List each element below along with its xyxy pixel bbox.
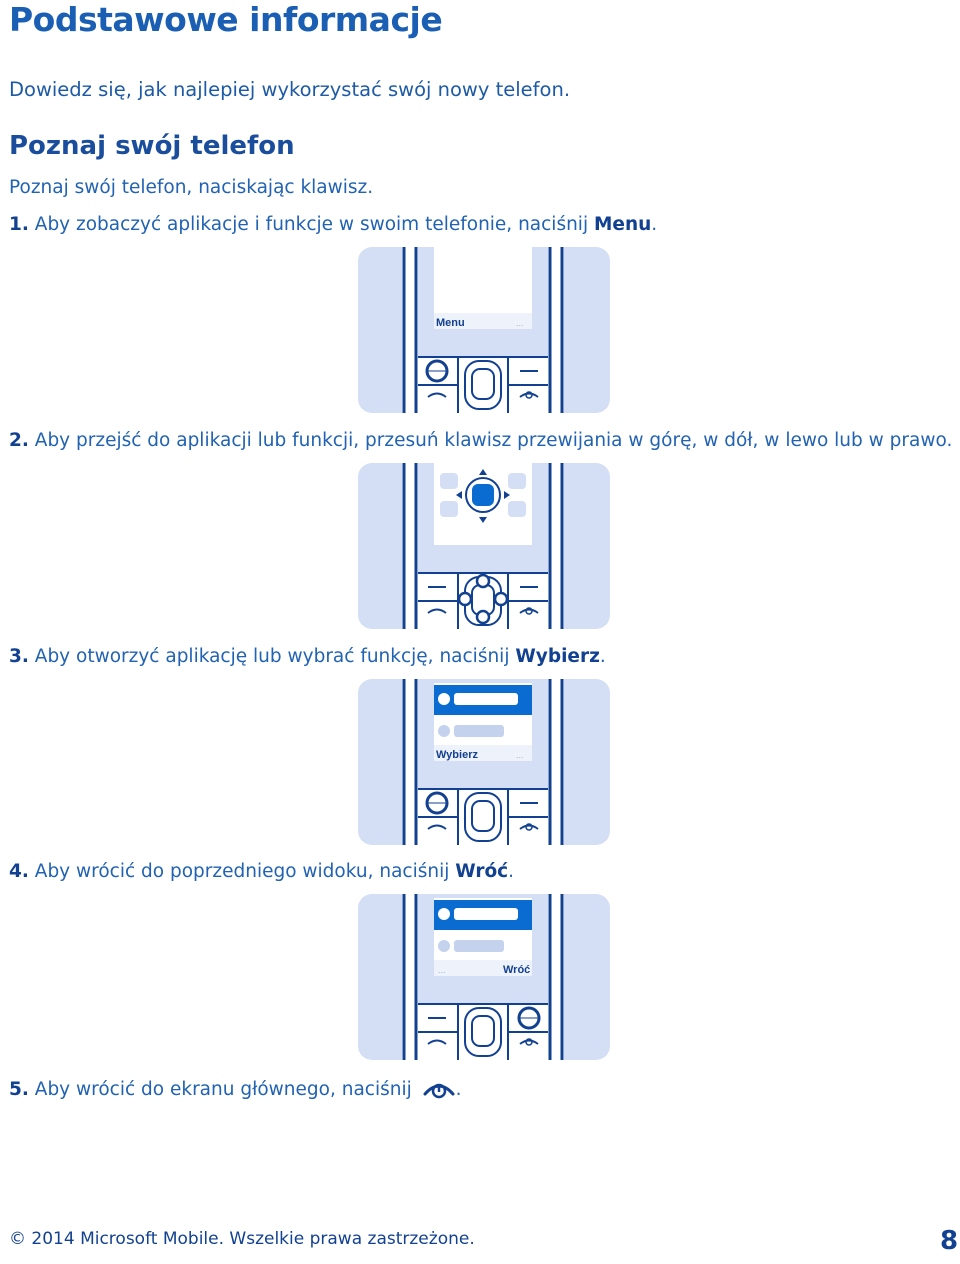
step-number: 1. (9, 214, 29, 235)
phone-illustration-select: Wybierz ... (358, 679, 610, 845)
step-5: 5. Aby wrócić do ekranu głównego, naciśn… (9, 1076, 462, 1102)
step-number: 4. (9, 861, 29, 882)
softkey-dots: ... (438, 965, 446, 975)
step-key-label: Menu (593, 214, 652, 235)
step-3: 3. Aby otworzyć aplikację lub wybrać fun… (9, 646, 606, 667)
section-heading: Poznaj swój telefon (9, 131, 295, 161)
step-number: 5. (9, 1079, 29, 1100)
step-number: 2. (9, 430, 29, 451)
step-number: 3. (9, 646, 29, 667)
step-text: Aby zobaczyć aplikacje i funkcje w swoim… (28, 214, 594, 235)
step-text: Aby otworzyć aplikację lub wybrać funkcj… (28, 646, 516, 667)
step-4: 4. Aby wrócić do poprzedniego widoku, na… (9, 861, 514, 882)
intro-text: Dowiedz się, jak najlepiej wykorzystać s… (9, 78, 571, 101)
softkey-label: Wróć (503, 964, 530, 976)
step-end: . (651, 214, 658, 235)
step-end: . (508, 861, 515, 882)
step-text: Aby wrócić do poprzedniego widoku, naciś… (28, 861, 456, 882)
phone-illustration-menu: Menu ... (358, 247, 610, 413)
end-call-icon (423, 1083, 455, 1099)
step-2: 2. Aby przejść do aplikacji lub funkcji,… (9, 430, 952, 451)
softkey-label: Menu (436, 317, 465, 329)
step-end: . (455, 1079, 462, 1100)
phone-illustration-scroll (358, 463, 610, 629)
page-title: Podstawowe informacje (9, 0, 443, 39)
step-key-label: Wybierz (515, 646, 600, 667)
softkey-dots: ... (516, 318, 524, 328)
footer-copyright: © 2014 Microsoft Mobile. Wszelkie prawa … (9, 1229, 475, 1249)
section-lead: Poznaj swój telefon, naciskając klawisz. (9, 177, 374, 198)
step-end: . (599, 646, 606, 667)
step-1: 1. Aby zobaczyć aplikacje i funkcje w sw… (9, 214, 657, 235)
softkey-label: Wybierz (436, 749, 478, 761)
page-number: 8 (940, 1226, 959, 1256)
phone-illustration-back: ... Wróć (358, 894, 610, 1060)
softkey-dots: ... (516, 750, 524, 760)
step-key-label: Wróć (455, 861, 509, 882)
step-text: Aby przejść do aplikacji lub funkcji, pr… (28, 430, 953, 451)
step-text: Aby wrócić do ekranu głównego, naciśnij (28, 1079, 418, 1100)
